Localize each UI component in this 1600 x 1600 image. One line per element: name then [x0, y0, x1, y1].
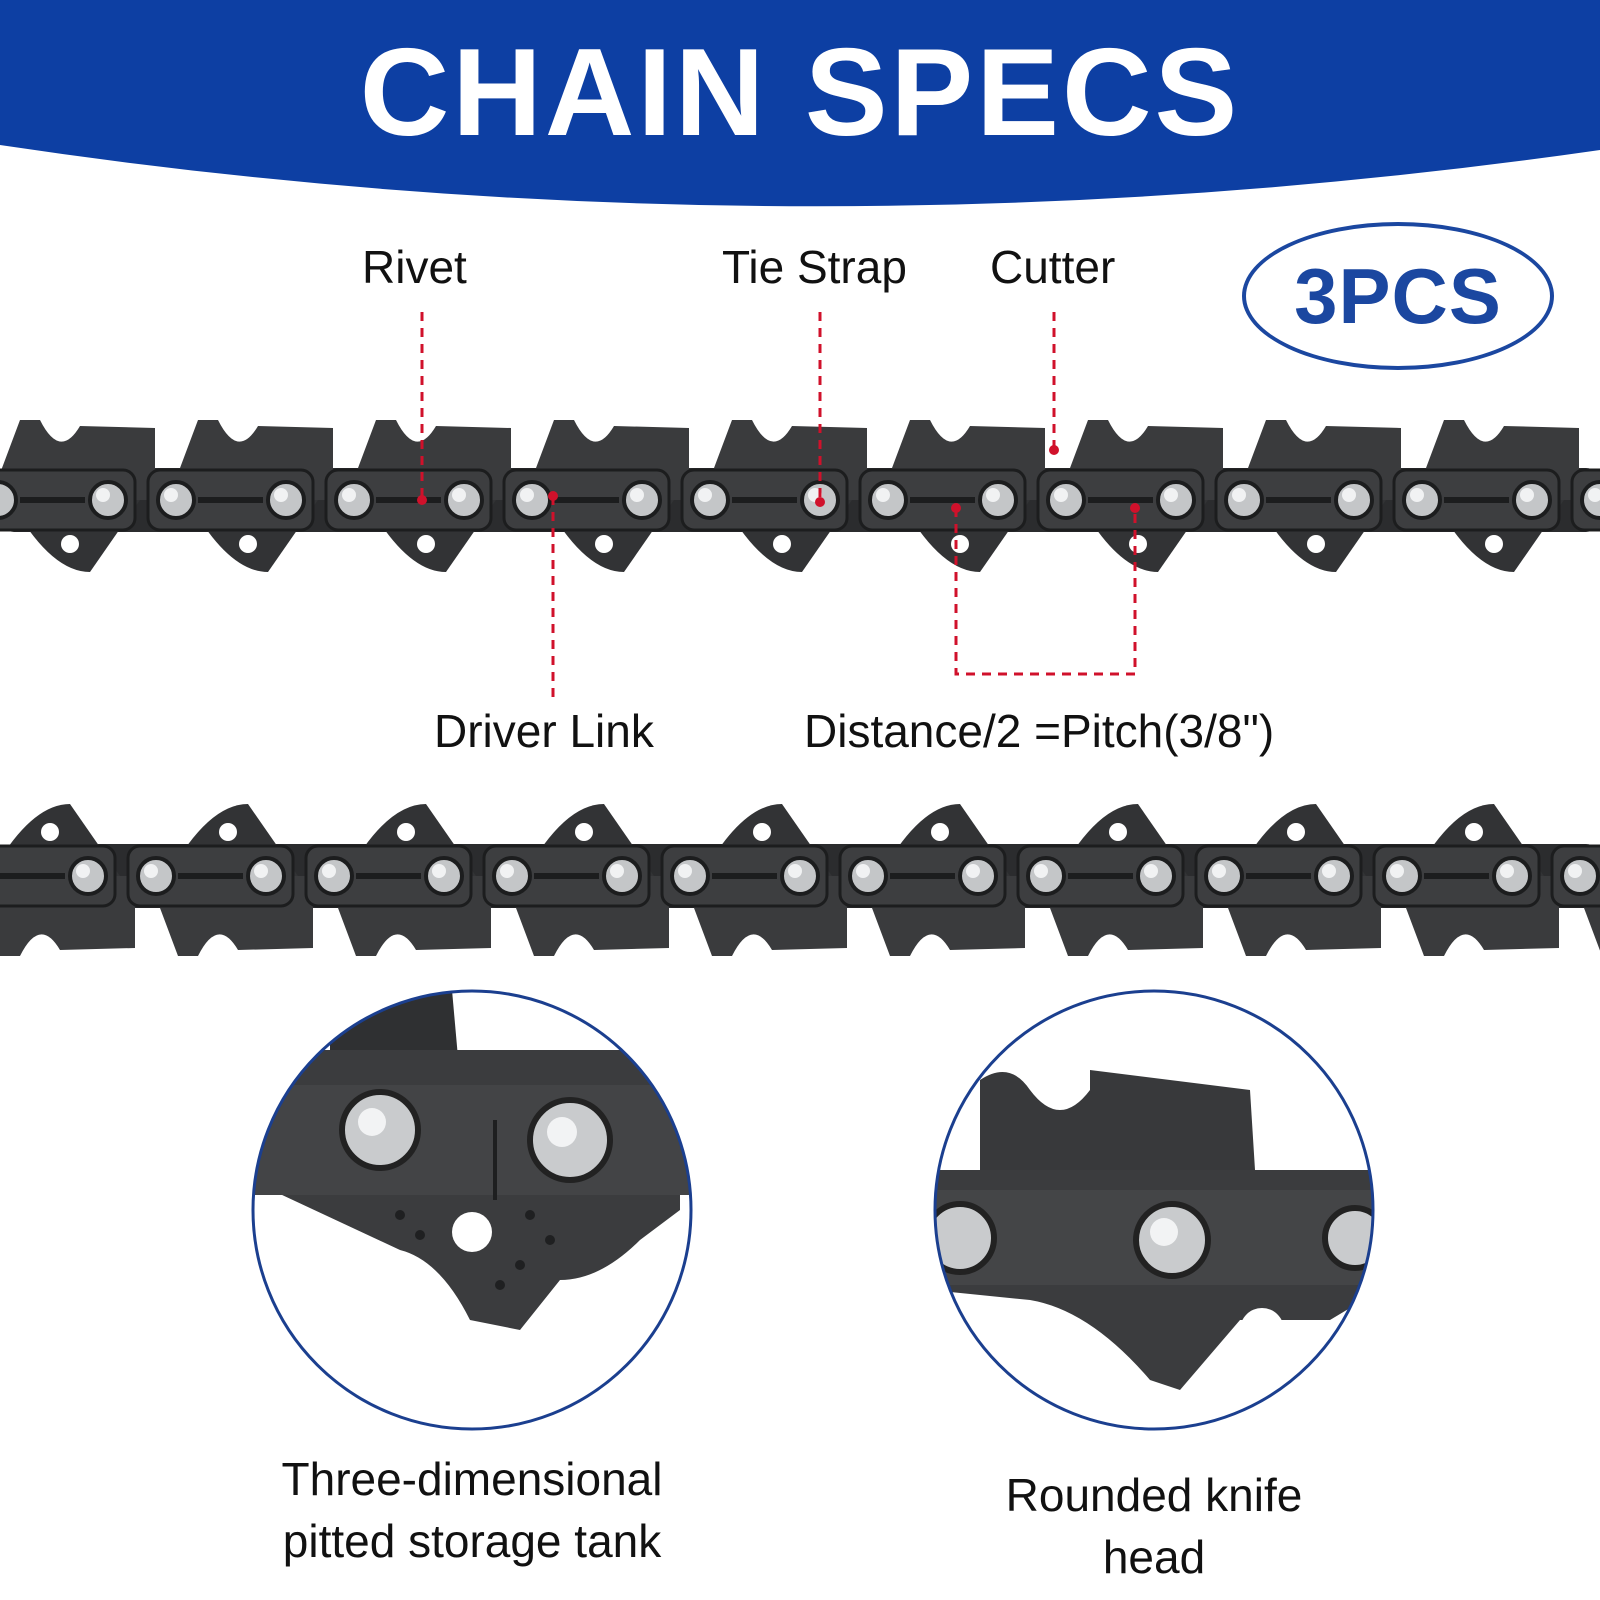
pitch-label: Distance/2 =Pitch(3/8")	[804, 705, 1275, 757]
pitch-bracket	[954, 508, 1137, 676]
detail-caption-right-line2: head	[1102, 1531, 1206, 1583]
detail-caption-left-line1: Three-dimensional	[281, 1453, 663, 1505]
detail-circle-right	[933, 989, 1375, 1431]
rivet-label: Rivet	[362, 241, 467, 293]
detail-caption-right-line1: Rounded knife	[1005, 1469, 1303, 1521]
detail-storage-tank-image	[253, 991, 691, 1429]
detail-caption-right: Rounded knife head	[904, 1464, 1404, 1588]
detail-caption-left: Three-dimensional pitted storage tank	[222, 1448, 722, 1572]
quantity-badge: 3PCS	[1242, 222, 1554, 370]
header-banner	[0, 0, 1600, 207]
cutter-label: Cutter	[990, 241, 1116, 293]
page-title: CHAIN SPECS	[359, 24, 1241, 162]
driver-link-label: Driver Link	[434, 705, 654, 757]
chain-rivet	[0, 480, 18, 520]
detail-caption-left-line2: pitted storage tank	[282, 1515, 662, 1567]
detail-knife-head-image	[935, 991, 1373, 1429]
tie-strap-label: Tie Strap	[722, 241, 907, 293]
detail-circle-left	[251, 989, 693, 1431]
